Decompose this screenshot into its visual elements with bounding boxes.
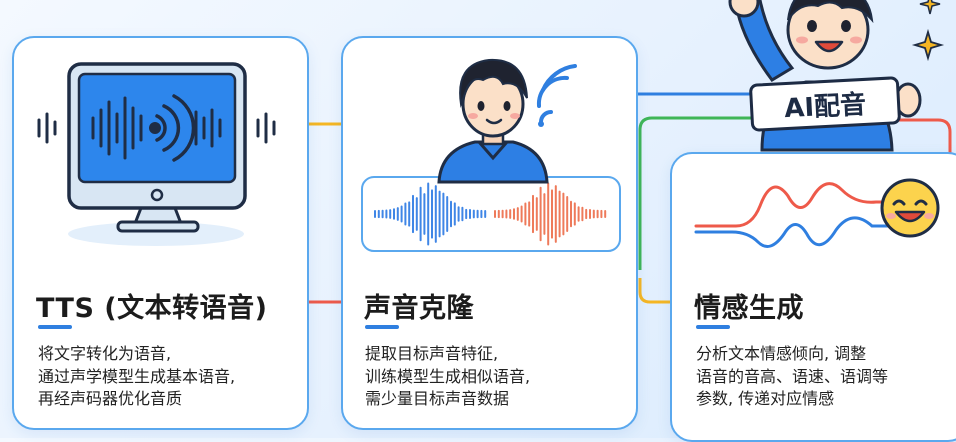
card-clone: 声音克隆 提取目标声音特征, 训练模型生成相似语音, 需少量目标声音数据 xyxy=(341,36,638,430)
card-clone-underline xyxy=(365,325,399,329)
card-tts-underline xyxy=(38,325,72,329)
smiley-icon xyxy=(880,178,940,238)
monitor-soundwave-icon xyxy=(37,62,276,246)
card-tts-desc-line: 再经声码器优化音质 xyxy=(38,389,183,408)
card-tts-description: 将文字转化为语音, 通过声学模型生成基本语音, 再经声码器优化音质 xyxy=(38,343,235,411)
card-tts-desc-line: 将文字转化为语音, xyxy=(38,344,172,363)
card-tts: TTS (文本转语音) 将文字转化为语音, 通过声学模型生成基本语音, 再经声码… xyxy=(12,36,309,430)
ai-dubbing-sign: AI配音 xyxy=(748,76,902,132)
card-clone-title: 声音克隆 xyxy=(364,293,474,324)
card-clone-desc-line: 训练模型生成相似语音, xyxy=(365,366,531,386)
voice-waveform-icon xyxy=(361,176,621,252)
connector-mascot-emotion-green xyxy=(638,116,760,270)
person-icon xyxy=(437,58,549,184)
card-clone-desc-line: 提取目标声音特征, xyxy=(365,344,499,363)
signal-icon xyxy=(536,64,577,127)
card-clone-description: 提取目标声音特征, 训练模型生成相似语音, 需少量目标声音数据 xyxy=(365,343,530,411)
card-emotion-description: 分析文本情感倾向, 调整 语音的音高、语速、语调等 参数, 传递对应情感 xyxy=(696,343,888,411)
card-emotion-underline xyxy=(696,325,730,329)
emotion-curve-icon xyxy=(694,182,894,248)
card-emotion-desc-line: 分析文本情感倾向, 调整 xyxy=(696,344,867,363)
sparkle-icon xyxy=(911,0,945,62)
card-emotion-desc-line: 语音的音高、语速、语调等 xyxy=(696,366,889,386)
card-tts-title: TTS (文本转语音) xyxy=(36,293,268,324)
card-emotion-desc-line: 参数, 传递对应情感 xyxy=(696,389,835,408)
card-emotion-title: 情感生成 xyxy=(694,293,804,324)
card-tts-desc-line: 通过声学模型生成基本语音, xyxy=(38,366,236,386)
connector-clone-emotion-yellow xyxy=(638,278,684,304)
card-emotion: 情感生成 分析文本情感倾向, 调整 语音的音高、语速、语调等 参数, 传递对应情… xyxy=(670,152,956,442)
connector-sign-emotion-red xyxy=(898,118,952,160)
card-clone-desc-line: 需少量目标声音数据 xyxy=(365,389,510,408)
